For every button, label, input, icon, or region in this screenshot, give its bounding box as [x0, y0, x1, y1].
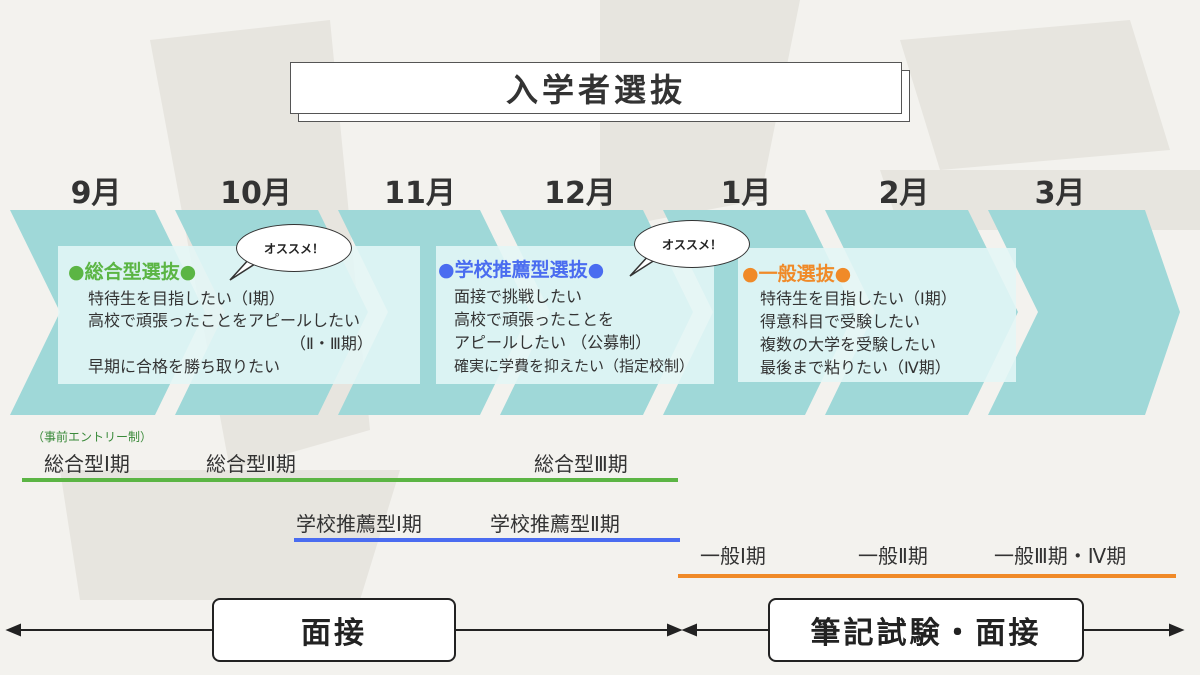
panel-sogo: ●総合型選抜● 特待生を目指したい（Ⅰ期） 高校で頑張ったことをアピールしたい … — [58, 246, 420, 384]
phase-school-2: 学校推薦型Ⅱ期 — [490, 512, 620, 536]
month-label: 1月 — [720, 176, 772, 211]
phase-general-1: 一般Ⅰ期 — [700, 544, 766, 568]
phase-general-3: 一般Ⅲ期・Ⅳ期 — [994, 544, 1127, 568]
panel-school-line: 確実に学費を抑えたい（指定校制） — [454, 357, 695, 375]
panel-school-line: アピールしたい （公募制） — [454, 333, 652, 352]
phase-general-2: 一般Ⅱ期 — [858, 544, 928, 568]
panel-school-line: 面接で挑戦したい — [454, 287, 583, 306]
panel-general-line: 複数の大学を受験したい — [760, 335, 937, 354]
recommend-badge: オススメ！ — [236, 224, 352, 272]
month-label: 12月 — [544, 176, 616, 211]
panel-sogo-line: （Ⅱ・Ⅲ期） — [290, 334, 373, 353]
panel-school-line: 高校で頑張ったことを — [454, 310, 615, 329]
phase-school-1: 学校推薦型Ⅰ期 — [296, 512, 422, 536]
recommend-badge: オススメ！ — [634, 220, 750, 268]
panel-sogo-heading: ●総合型選抜● — [68, 261, 197, 283]
panel-general: ●一般選抜● 特待生を目指したい（Ⅰ期） 得意科目で受験したい 複数の大学を受験… — [738, 248, 1016, 382]
month-label: 9月 — [70, 176, 122, 211]
month-label: 2月 — [878, 176, 930, 211]
panel-sogo-line: 高校で頑張ったことをアピールしたい — [88, 311, 361, 330]
sogo-period-bar — [22, 478, 678, 482]
written-interview-box: 筆記試験・面接 — [768, 598, 1084, 662]
panel-sogo-line: 早期に合格を勝ち取りたい — [88, 357, 281, 376]
month-label: 11月 — [384, 176, 456, 211]
school-period-bar — [294, 538, 680, 542]
panel-sogo-line: 特待生を目指したい（Ⅰ期） — [88, 289, 285, 308]
page-title: 入学者選抜 — [290, 62, 902, 114]
panel-general-heading: ●一般選抜● — [742, 263, 852, 285]
general-period-bar — [678, 574, 1176, 578]
month-label: 3月 — [1034, 176, 1086, 211]
chevron-march — [988, 210, 1180, 415]
entry-note: （事前エントリー制） — [32, 430, 153, 444]
panel-general-line: 得意科目で受験したい — [760, 312, 921, 331]
panel-general-line: 特待生を目指したい（Ⅰ期） — [760, 289, 957, 308]
phase-sogo-1: 総合型Ⅰ期 — [44, 452, 130, 476]
panel-general-line: 最後まで粘りたい（Ⅳ期） — [760, 358, 951, 377]
interview-box: 面接 — [212, 598, 456, 662]
panel-school-heading: ●学校推薦型選抜● — [438, 259, 605, 281]
panel-school: ●学校推薦型選抜● 面接で挑戦したい 高校で頑張ったことを アピールしたい （公… — [436, 246, 714, 384]
phase-sogo-2: 総合型Ⅱ期 — [206, 452, 296, 476]
month-label: 10月 — [220, 176, 292, 211]
phase-sogo-3: 総合型Ⅲ期 — [534, 452, 628, 476]
